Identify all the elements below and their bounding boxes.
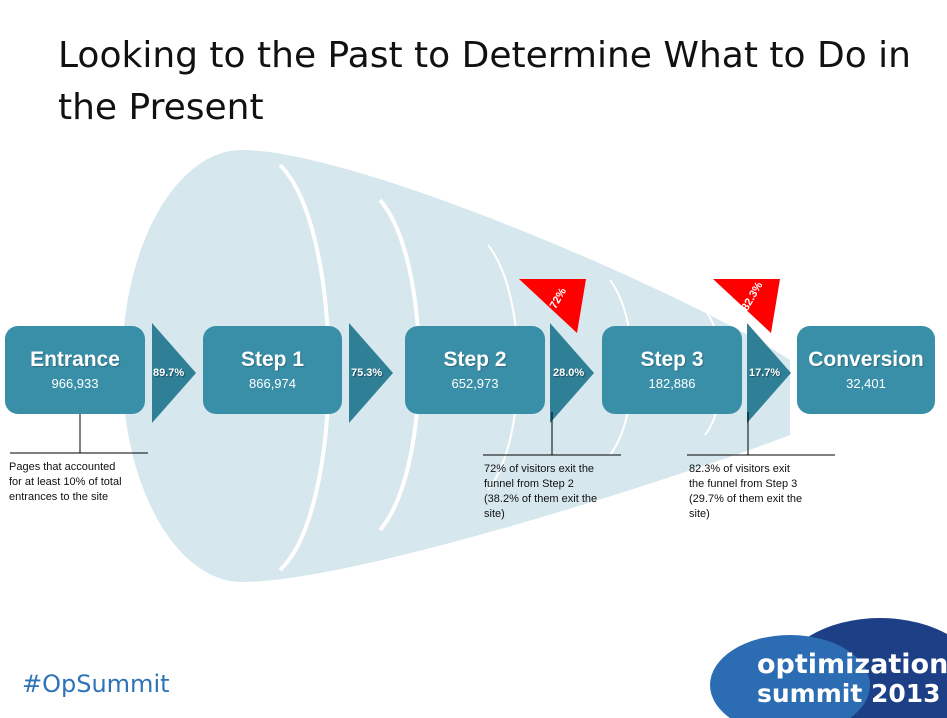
note-line: 72% of visitors exit the bbox=[484, 463, 595, 475]
note-line: (38.2% of them exit the bbox=[484, 493, 598, 505]
flag-82 bbox=[713, 279, 780, 333]
stage-value: 966,933 bbox=[51, 376, 99, 391]
note-line: Pages that accounted bbox=[9, 461, 116, 473]
note-line: site) bbox=[484, 508, 505, 520]
note-line: the funnel from Step 3 bbox=[689, 478, 798, 490]
stage-name: Step 2 bbox=[443, 348, 507, 371]
note-line: for at least 10% of total bbox=[9, 476, 122, 488]
rate-entrance-step1: 89.7% bbox=[153, 367, 185, 379]
note-line: 82.3% of visitors exit bbox=[689, 463, 790, 475]
stage-name: Step 1 bbox=[240, 348, 305, 371]
hashtag: #OpSummit bbox=[22, 670, 170, 698]
stage-name: Step 3 bbox=[640, 348, 704, 371]
slide-title: Looking to the Past to Determine What to… bbox=[58, 35, 911, 128]
step3-note: 82.3% of visitors exit the funnel from S… bbox=[689, 462, 839, 522]
stage-value: 866,974 bbox=[249, 376, 296, 391]
logo-line-2: summit 2013 bbox=[757, 679, 941, 708]
rate-step2-step3: 28.0% bbox=[553, 367, 585, 379]
stage-value: 32,401 bbox=[846, 376, 886, 391]
stage-value: 182,886 bbox=[648, 376, 696, 391]
flag-72 bbox=[519, 279, 586, 333]
note-line: site) bbox=[689, 508, 710, 520]
logo-blob-light bbox=[710, 635, 870, 718]
stage-name: Conversion bbox=[808, 348, 924, 371]
arrow-2 bbox=[349, 323, 393, 423]
entrance-note: Pages that accounted for at least 10% of… bbox=[9, 460, 159, 505]
stage-step-1: Step 1 866,974 bbox=[203, 326, 342, 414]
step2-note: 72% of visitors exit the funnel from Ste… bbox=[484, 462, 634, 522]
stage-conversion: Conversion 32,401 bbox=[797, 326, 935, 414]
rate-step3-conversion: 17.7% bbox=[749, 367, 781, 379]
arrow-4 bbox=[747, 323, 791, 423]
summit-logo: optimization summit 2013 bbox=[757, 650, 947, 708]
note-line: (29.7% of them exit the bbox=[689, 493, 803, 505]
stage-entrance: Entrance 966,933 bbox=[5, 326, 145, 414]
stage-name: Entrance bbox=[30, 348, 120, 371]
stage-value: 652,973 bbox=[451, 376, 499, 391]
logo-line-1: optimization bbox=[757, 649, 947, 680]
stage-step-3: Step 3 182,886 bbox=[602, 326, 742, 414]
arrow-3 bbox=[550, 323, 594, 423]
note-line: entrances to the site bbox=[9, 491, 109, 503]
stage-step-2: Step 2 652,973 bbox=[405, 326, 545, 414]
arrow-1 bbox=[152, 323, 196, 423]
note-line: funnel from Step 2 bbox=[484, 478, 574, 490]
rate-step1-step2: 75.3% bbox=[351, 367, 383, 379]
